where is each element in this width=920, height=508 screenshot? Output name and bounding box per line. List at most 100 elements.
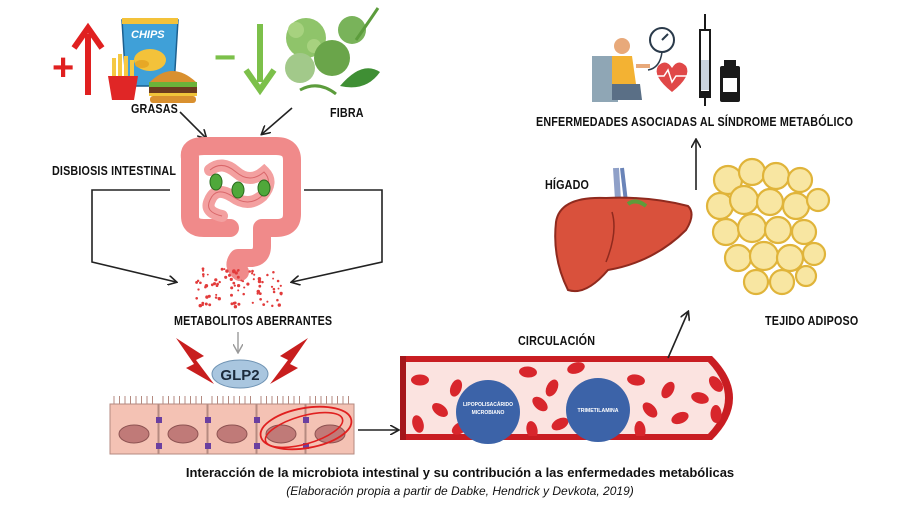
metabolite-dot (272, 287, 276, 291)
metabolite-dot (259, 297, 262, 301)
metabolite-dot (237, 289, 240, 292)
dysbiosis-label: DISBIOSIS INTESTINAL (52, 164, 177, 178)
metabolite-dot (224, 275, 228, 279)
decrease-indicator: − (214, 24, 277, 96)
metabolites-label: METABOLITOS ABERRANTES (174, 314, 333, 328)
metabolite-dot (223, 268, 226, 271)
tight-junction (254, 417, 260, 423)
metabolite-dot (241, 280, 245, 283)
metabolite-dot (251, 301, 254, 304)
arrow-fiber-to-intestine (262, 107, 293, 134)
glp2-badge: GLP2 (211, 359, 269, 389)
diseases-label: ENFERMEDADES ASOCIADAS AL SÍNDROME METAB… (536, 115, 854, 129)
adipocyte (768, 268, 796, 296)
arrow-left-loop (91, 189, 176, 282)
tight-junction (254, 443, 260, 449)
metabolite-dot (214, 296, 218, 299)
cell-nucleus (118, 424, 150, 444)
adipocyte (705, 191, 735, 221)
adipocyte (805, 187, 831, 213)
metabolite-dot (201, 267, 205, 271)
metabolite-dot (206, 273, 209, 276)
metabolite-dot (236, 283, 241, 288)
adipocyte (781, 191, 811, 221)
metabolite-dot (271, 304, 274, 308)
metabolite-dot (204, 285, 207, 289)
metabolite-dot (272, 277, 275, 280)
red-blood-cell (526, 421, 538, 436)
blood-pressure-gauge-icon (647, 27, 675, 71)
liver-label: HÍGADO (545, 178, 590, 192)
tight-junction (205, 443, 211, 449)
metabolite-dot (230, 293, 233, 297)
red-blood-cell (519, 366, 537, 378)
red-blood-cell (551, 417, 569, 431)
glp2-label: GLP2 (220, 367, 259, 384)
metabolite-dot (195, 280, 199, 284)
tight-junction (205, 417, 211, 423)
adipocyte (728, 184, 760, 216)
tight-junction (303, 417, 309, 423)
metabolite-dot (229, 277, 233, 281)
metabolite-dot (217, 297, 221, 301)
metabolite-dot (197, 288, 200, 291)
red-blood-cell (661, 381, 675, 399)
metabolite-dot (199, 281, 202, 285)
metabolite-dot (258, 284, 262, 288)
metabolite-dot (277, 303, 281, 307)
metabolite-dot (248, 270, 251, 273)
red-blood-cell (691, 392, 709, 404)
metabolite-dot (215, 293, 218, 296)
adipose-tissue-icon (705, 157, 831, 296)
bacteria-icon (209, 173, 271, 199)
metabolite-dot (214, 278, 218, 282)
red-blood-cell (449, 379, 463, 397)
lightning-bolt-icon (270, 338, 308, 384)
lightning-bolt-icon (176, 338, 214, 384)
burger-icon (149, 71, 197, 103)
adipocyte (761, 161, 791, 191)
adipocyte (737, 157, 767, 187)
heart-icon (654, 62, 688, 92)
metabolite-dot (266, 300, 269, 303)
metabolite-dot (214, 282, 217, 285)
metabolite-dot (262, 303, 266, 306)
metabolite-dot (276, 298, 279, 302)
metabolite-dot (201, 273, 205, 276)
arrow-fats-to-intestine (179, 111, 206, 138)
red-blood-cell (545, 379, 559, 397)
adipocyte (742, 268, 770, 296)
tma-molecule: TRIMETILAMINA (566, 378, 630, 442)
metabolite-dot (257, 279, 262, 284)
red-blood-cell (710, 405, 722, 423)
metabolite-dot (251, 272, 254, 275)
metabolite-dot (243, 286, 246, 289)
red-blood-cell (432, 403, 448, 417)
metabolite-dot (210, 283, 214, 287)
cell-nucleus (216, 424, 248, 444)
red-blood-cell (567, 362, 585, 374)
metabolite-dot (236, 269, 240, 272)
syringe-icon (699, 14, 711, 106)
lps-label-line2: MICROBIANO (472, 410, 505, 416)
adipocyte (755, 187, 785, 217)
metabolite-dot (208, 303, 212, 307)
adipocyte (775, 243, 805, 273)
metabolite-dot (277, 287, 280, 290)
metabolite-dot (261, 280, 264, 284)
tma-label: TRIMETILAMINA (578, 408, 619, 414)
metabolite-dot (236, 275, 240, 279)
metabolite-dot (205, 295, 209, 299)
metabolite-dot (280, 293, 283, 296)
increase-indicator: + (52, 22, 105, 95)
metabolite-particles (195, 267, 283, 309)
metabolite-dot (202, 275, 205, 278)
metabolite-dot (198, 303, 203, 308)
metabolite-dot (246, 282, 250, 286)
fries-icon (108, 54, 138, 100)
red-blood-cell (642, 402, 658, 418)
up-arrow-icon (71, 22, 105, 95)
intestine-icon (180, 137, 301, 281)
